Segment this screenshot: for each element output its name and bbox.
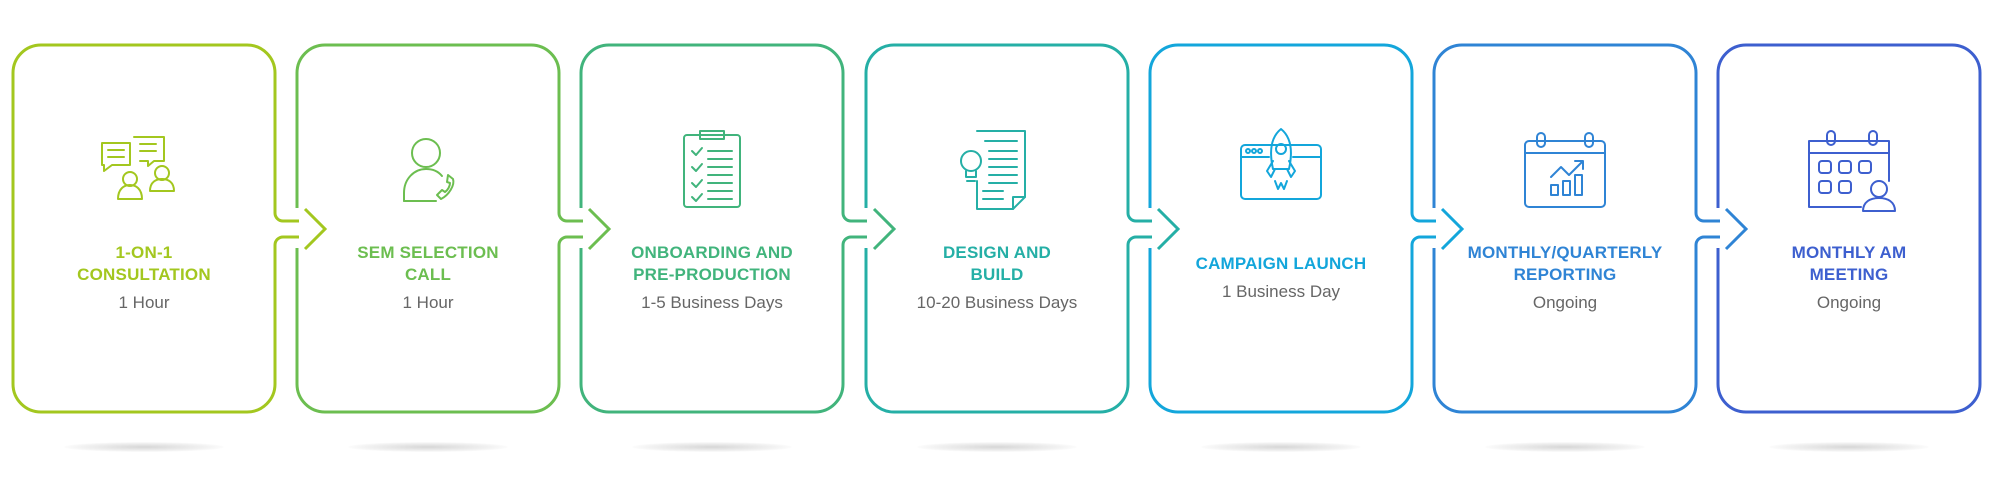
step-card: MONTHLY/QUARTERLY REPORTING Ongoing <box>1434 45 1696 412</box>
step-text: CAMPAIGN LAUNCH 1 Business Day <box>1150 253 1412 303</box>
chevron-right-icon <box>872 207 897 251</box>
card-shadow <box>1769 442 1929 452</box>
calendar-person-icon <box>1808 130 1896 212</box>
step-title-line: MONTHLY/QUARTERLY <box>1467 243 1663 262</box>
step-card-border <box>1716 43 1982 414</box>
consultation-chat-icon <box>101 136 175 200</box>
step-title-line: CALL <box>404 265 452 284</box>
step-title-line: CAMPAIGN LAUNCH <box>1195 254 1367 273</box>
step-duration: 1-5 Business Days <box>641 293 783 312</box>
step-duration: 1 Business Day <box>1221 282 1341 301</box>
chevron-right-icon <box>587 207 612 251</box>
step-title-line: SEM SELECTION <box>357 243 499 262</box>
step-text: MONTHLY AM MEETING Ongoing <box>1718 242 1980 314</box>
card-shadow <box>632 442 792 452</box>
step-title-line: MEETING <box>1809 265 1889 284</box>
card-shadow <box>64 442 224 452</box>
step-duration: Ongoing <box>1532 293 1598 312</box>
step-title-line: MONTHLY AM <box>1791 243 1907 262</box>
document-lightbulb-icon <box>960 130 1026 210</box>
step-text: DESIGN AND BUILD 10-20 Business Days <box>866 242 1128 314</box>
step-card-border <box>295 43 583 414</box>
step-card: CAMPAIGN LAUNCH 1 Business Day <box>1150 45 1412 412</box>
card-shadow <box>348 442 508 452</box>
card-shadow <box>1201 442 1361 452</box>
step-card-border <box>864 43 1152 414</box>
step-text: ONBOARDING AND PRE-PRODUCTION 1-5 Business… <box>581 242 843 314</box>
step-text: SEM SELECTION CALL 1 Hour <box>297 242 559 314</box>
step-duration: 1 Hour <box>118 293 170 312</box>
step-duration: Ongoing <box>1816 293 1882 312</box>
rocket-browser-icon <box>1240 128 1322 200</box>
card-shadow <box>1485 442 1645 452</box>
person-phone-icon <box>403 138 455 202</box>
step-card: SEM SELECTION CALL 1 Hour <box>297 45 559 412</box>
card-shadow <box>917 442 1077 452</box>
chevron-right-icon <box>303 207 328 251</box>
step-title-line: ONBOARDING AND <box>631 243 793 262</box>
step-duration: 10-20 Business Days <box>916 293 1078 312</box>
step-title-line: BUILD <box>970 265 1024 284</box>
step-card: DESIGN AND BUILD 10-20 Business Days <box>866 45 1128 412</box>
step-title-line: DESIGN AND <box>942 243 1052 262</box>
step-title-line: REPORTING <box>1513 265 1617 284</box>
clipboard-checklist-icon <box>683 130 741 208</box>
step-title-line: 1-ON-1 <box>115 243 173 262</box>
chevron-right-icon <box>1156 207 1181 251</box>
step-text: MONTHLY/QUARTERLY REPORTING Ongoing <box>1434 242 1696 314</box>
chevron-right-icon <box>1724 207 1749 251</box>
step-card-border <box>11 43 299 414</box>
step-card-border <box>1432 43 1720 414</box>
step-card-border <box>579 43 867 414</box>
step-card: MONTHLY AM MEETING Ongoing <box>1718 45 1980 412</box>
step-card: ONBOARDING AND PRE-PRODUCTION 1-5 Business… <box>581 45 843 412</box>
step-card-border <box>1148 43 1436 414</box>
calendar-chart-icon <box>1524 132 1606 208</box>
step-title-line: PRE-PRODUCTION <box>633 265 791 284</box>
step-title-line: CONSULTATION <box>77 265 211 284</box>
chevron-right-icon <box>1440 207 1465 251</box>
step-duration: 1 Hour <box>402 293 454 312</box>
